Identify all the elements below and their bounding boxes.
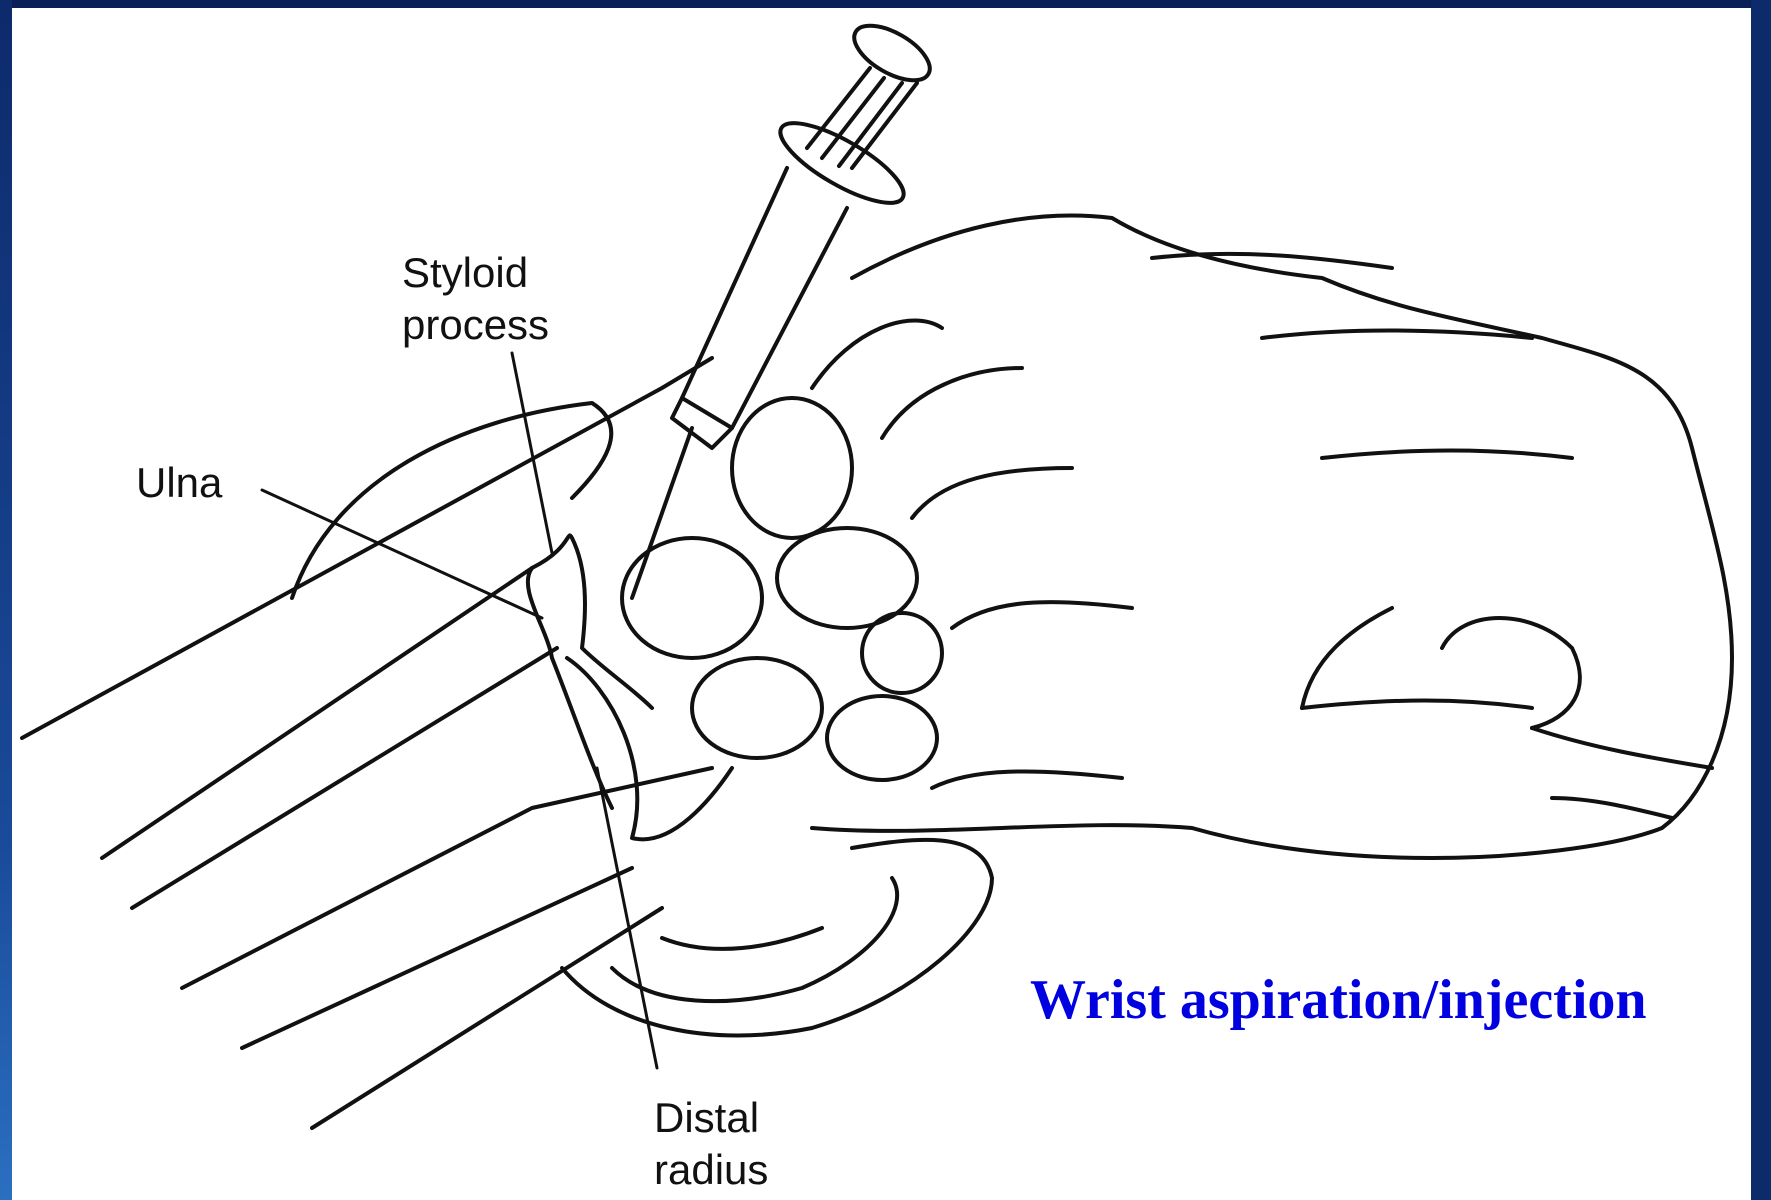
hand-outline <box>812 216 1732 859</box>
slide-right-border <box>1751 0 1771 1200</box>
syringe-icon <box>632 15 938 598</box>
ulna-leader-line <box>262 490 542 618</box>
slide-caption: Wrist aspiration/injection <box>1030 968 1647 1032</box>
label-distal-line2: radius <box>654 1145 768 1195</box>
slide-left-border <box>0 0 12 1200</box>
label-styloid-line1: Styloid <box>402 248 528 298</box>
ulna-styloid <box>528 535 732 839</box>
diagram-canvas: Styloid process Ulna Distal radius Wrist… <box>12 8 1751 1200</box>
carpal-bones <box>622 321 1132 789</box>
slide-top-border <box>0 0 1771 8</box>
label-distal-line1: Distal <box>654 1093 759 1143</box>
label-styloid-line2: process <box>402 300 549 350</box>
forearm-outline <box>22 358 712 1128</box>
label-ulna: Ulna <box>136 458 222 508</box>
